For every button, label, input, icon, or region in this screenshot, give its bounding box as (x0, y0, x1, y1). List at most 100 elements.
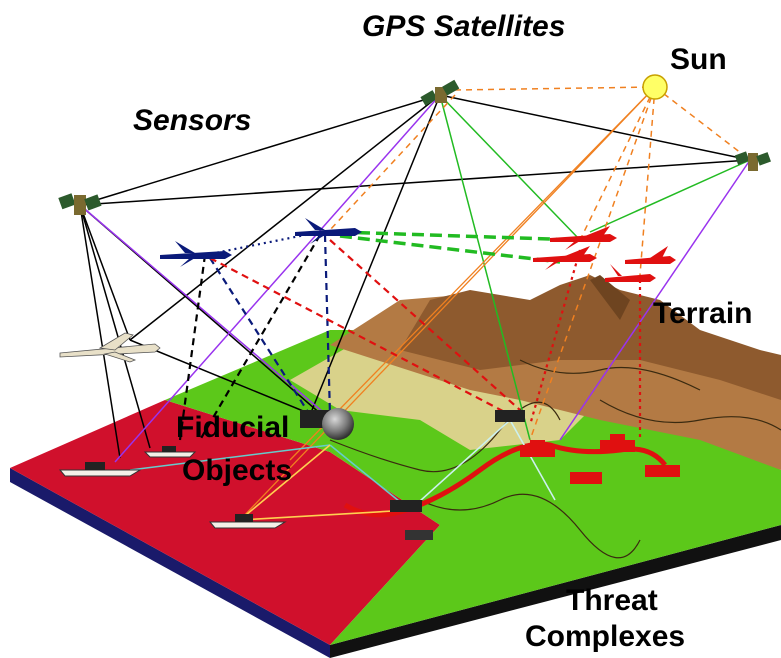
sun-links (329, 86, 751, 441)
link (79, 204, 131, 341)
jet-wing (310, 235, 325, 244)
ship-icon (143, 446, 197, 458)
jet-wing (650, 246, 668, 258)
link (239, 444, 331, 521)
gps-links (439, 94, 751, 441)
uav-icon (59, 332, 161, 363)
link (559, 159, 751, 441)
threat-fighter-jet-icon (533, 246, 597, 270)
ship-deck (235, 514, 253, 522)
link (309, 94, 441, 416)
river-c (419, 493, 641, 559)
jet-wing (565, 241, 580, 250)
tank (530, 440, 545, 446)
satellite-panel (442, 79, 460, 96)
link (339, 234, 561, 264)
satellite-body (435, 87, 447, 103)
link (114, 94, 441, 463)
label-complexes: Complexes (525, 620, 686, 653)
satellite-panel (756, 152, 771, 166)
link (209, 257, 521, 421)
satellite-icon (420, 79, 460, 106)
satellite-icon (734, 151, 771, 171)
uav-wing (98, 332, 134, 351)
label-fiducial: Fiducial (176, 411, 290, 444)
jet-wing (585, 226, 610, 236)
jet-body (160, 251, 232, 259)
sphere-icon (322, 408, 354, 440)
satellite-panel (734, 151, 750, 165)
satellite-panel (84, 194, 102, 211)
ship-deck (85, 462, 105, 470)
jet-body (295, 228, 362, 236)
link (509, 419, 556, 501)
tank (600, 440, 635, 452)
ship-icon (58, 462, 142, 477)
link (654, 86, 751, 161)
installation (495, 410, 525, 422)
ship-hull (143, 451, 197, 458)
threat-fighter-jet-icon (605, 264, 656, 282)
board-side-right (330, 525, 781, 658)
threat-fighter-jet-icon (550, 226, 617, 250)
tank (645, 465, 680, 477)
fighter-jet-icon (160, 241, 232, 267)
link (79, 94, 441, 206)
link (323, 234, 332, 416)
uav-wing (103, 351, 137, 363)
ship-deck (162, 446, 176, 452)
jet-body (550, 234, 617, 242)
ship-hull (208, 521, 287, 529)
sensor-links (79, 94, 751, 459)
river-d (519, 359, 701, 391)
jet-wing (545, 261, 560, 270)
link (329, 239, 521, 411)
label-sun: Sun (670, 43, 727, 76)
jet-wing (565, 246, 590, 256)
link (439, 94, 581, 241)
label-gps-satellites: GPS Satellites (362, 10, 566, 43)
ship-hull (58, 469, 142, 477)
ground-links (129, 419, 556, 521)
label-threat: Threat (566, 584, 658, 617)
label-objects: Objects (182, 454, 293, 487)
ship-icon (208, 514, 287, 529)
link (528, 249, 582, 426)
installation (405, 530, 433, 540)
tank-icon (520, 434, 680, 484)
link (339, 230, 581, 242)
satellite-body (748, 153, 758, 171)
link (639, 86, 656, 276)
link (79, 204, 151, 449)
uav-body (59, 343, 161, 358)
link (589, 159, 751, 233)
satellite-panel (58, 193, 76, 210)
jet-wing (180, 258, 195, 267)
tank (610, 434, 625, 440)
link (239, 509, 411, 521)
tank (520, 445, 555, 457)
link (329, 444, 411, 511)
link (439, 94, 531, 441)
fighter-jet-icon (295, 218, 362, 244)
jet-wing (610, 264, 622, 276)
satellite-body (74, 195, 86, 215)
link (529, 86, 656, 441)
jet-body (625, 256, 676, 264)
threat-fighter-jet-icon (625, 246, 676, 264)
link (439, 94, 751, 161)
link (79, 204, 121, 459)
river-b (599, 399, 781, 431)
jet-wing (175, 241, 195, 253)
label-sensors: Sensors (133, 104, 252, 137)
link (129, 94, 441, 341)
jet-body (605, 274, 656, 282)
jet-wing (305, 218, 325, 230)
link (454, 86, 656, 91)
ray (289, 86, 656, 461)
jet-body (533, 254, 597, 262)
sun-icon (642, 74, 668, 100)
link (409, 419, 511, 511)
